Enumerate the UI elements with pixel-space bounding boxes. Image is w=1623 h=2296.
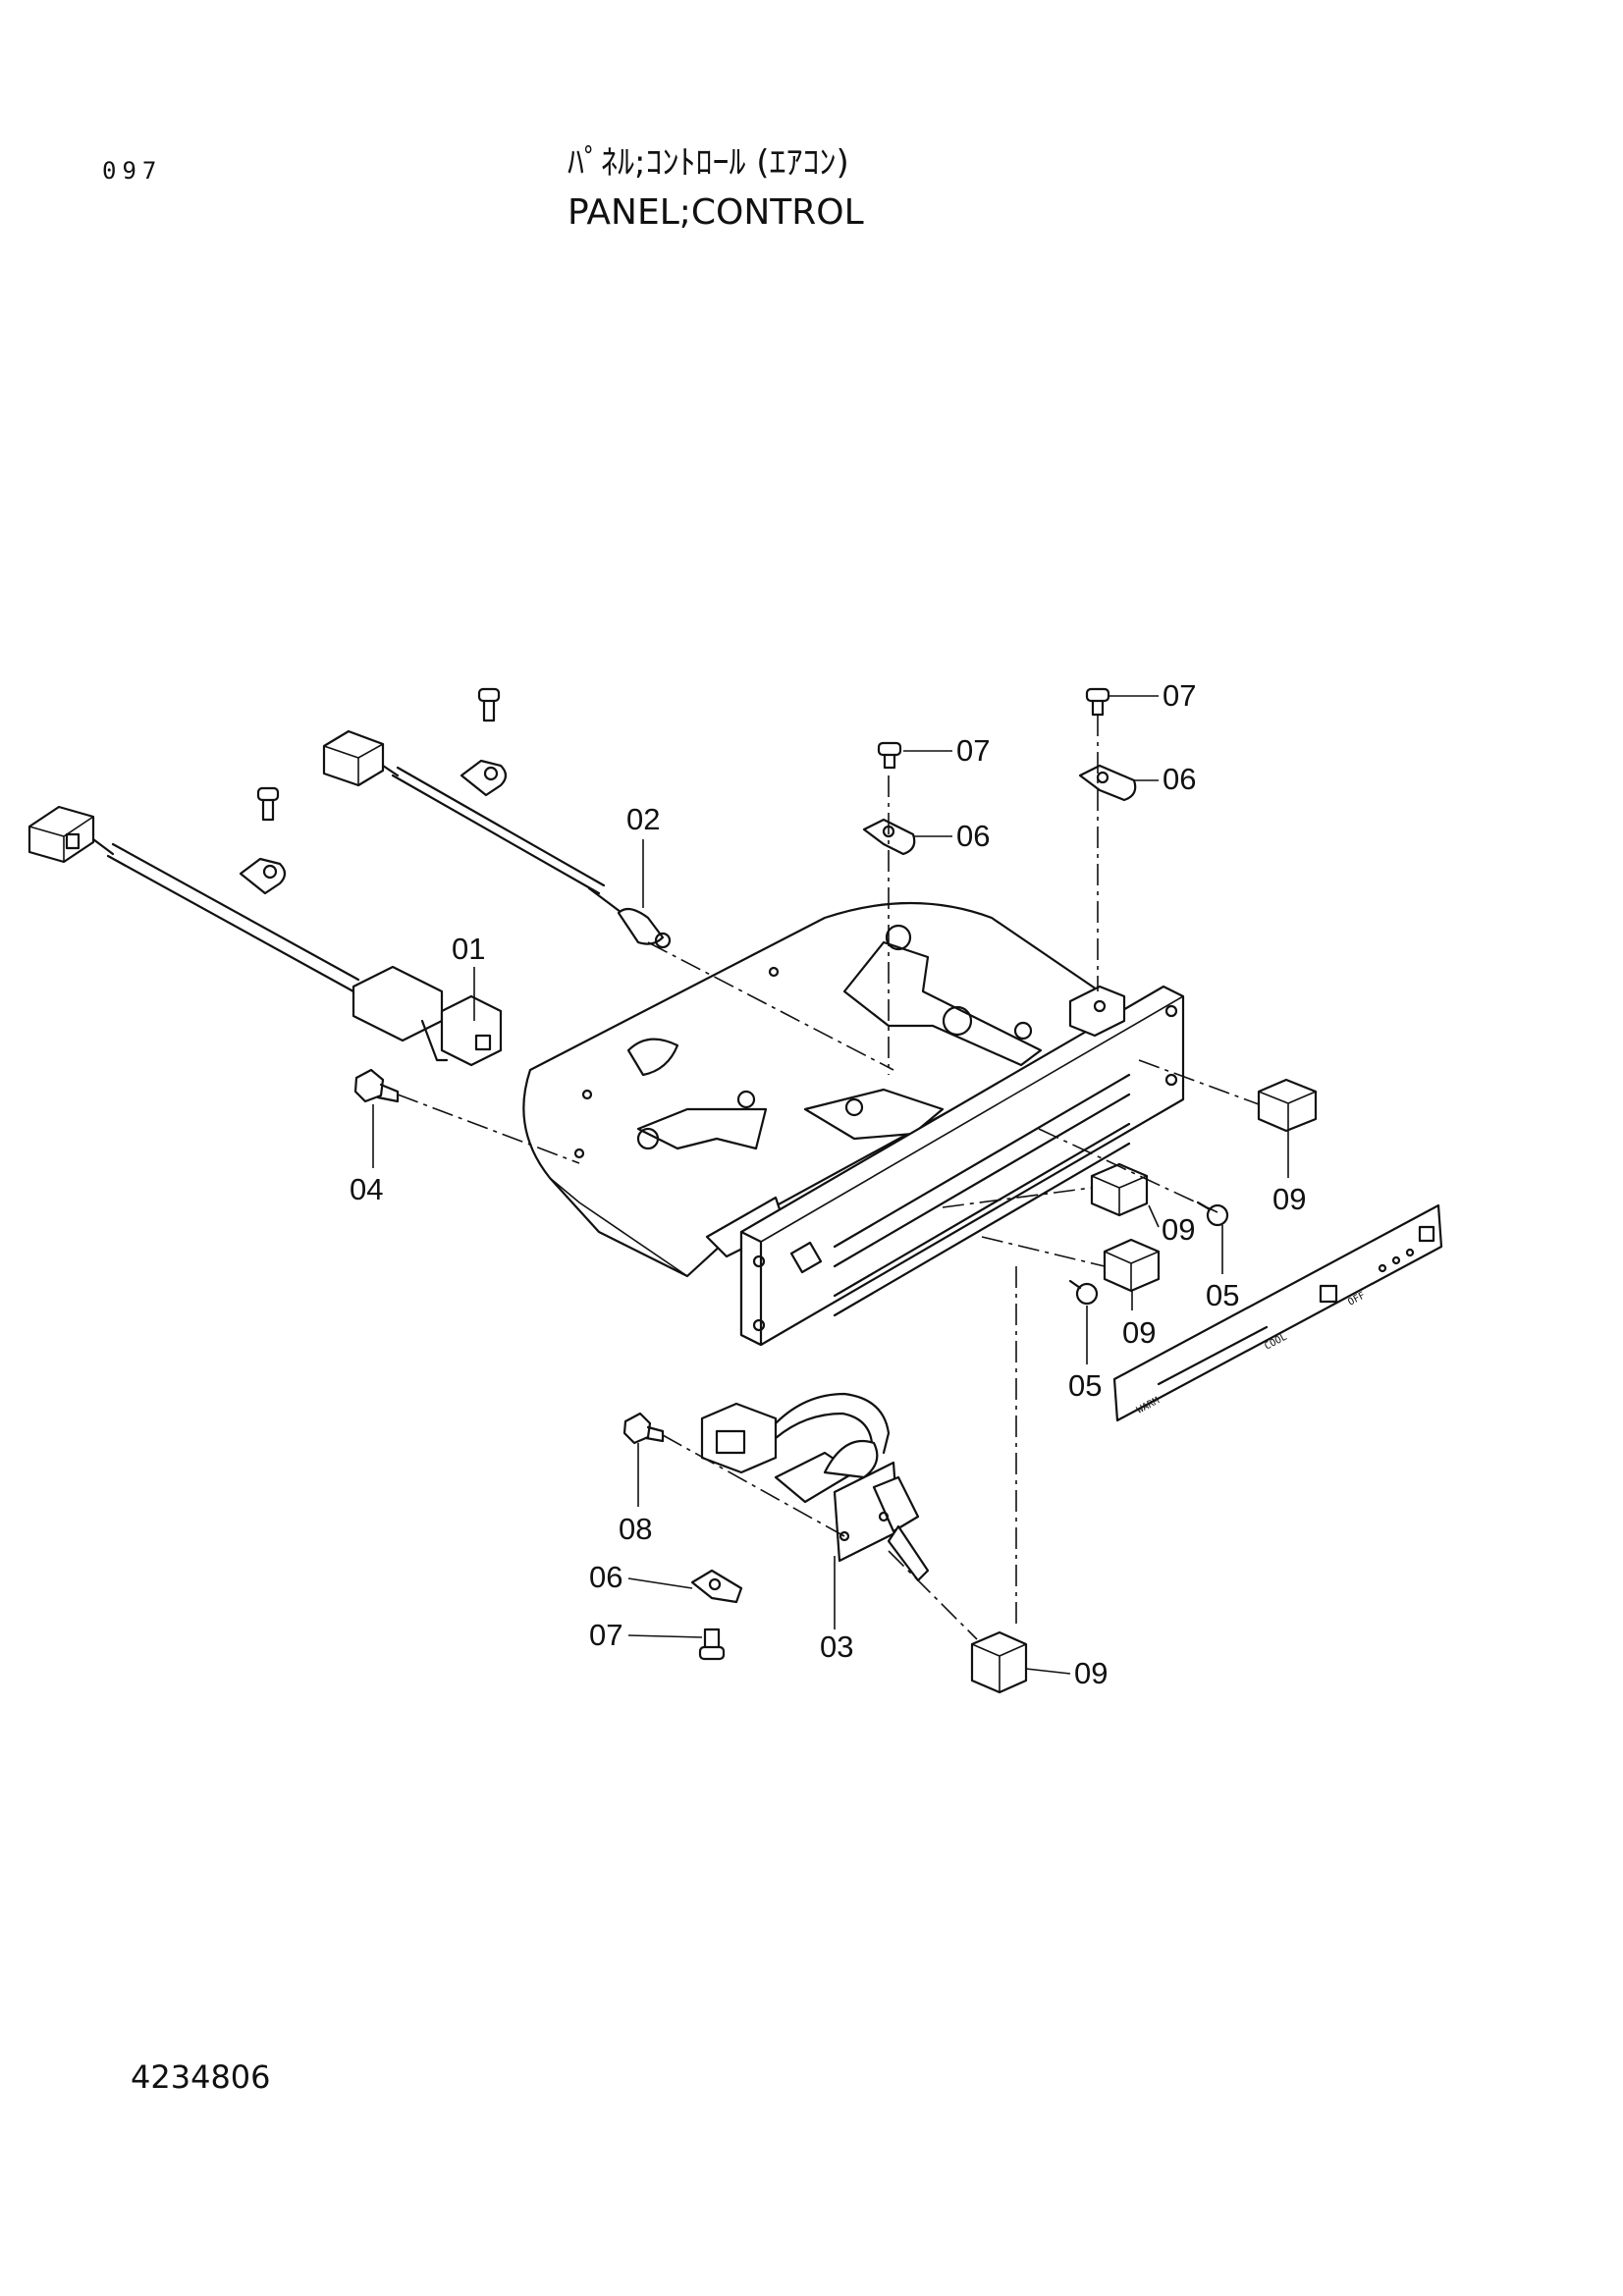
front-bracket bbox=[739, 985, 1185, 1347]
callout-02: 02 bbox=[626, 802, 660, 836]
loose-clamp-upper bbox=[460, 759, 508, 797]
screw-07-mid bbox=[877, 741, 902, 770]
loose-clamp-left bbox=[239, 857, 287, 895]
assembly-centerlines bbox=[397, 715, 1260, 1640]
callout-01: 01 bbox=[452, 932, 485, 966]
loose-screw-left bbox=[256, 786, 280, 822]
callout-06-right: 06 bbox=[1163, 762, 1196, 796]
screw-07-right bbox=[1085, 687, 1110, 717]
knob-09-right bbox=[1257, 1078, 1318, 1133]
callout-09-mid-upper: 09 bbox=[1162, 1212, 1195, 1247]
loose-screw-upper bbox=[477, 687, 501, 722]
screw-08 bbox=[622, 1412, 665, 1445]
switch-assembly-03 bbox=[700, 1392, 930, 1582]
page-number: 097 bbox=[102, 157, 163, 185]
callout-04: 04 bbox=[350, 1172, 383, 1206]
screw-04 bbox=[353, 1068, 400, 1103]
callout-03: 03 bbox=[820, 1629, 853, 1664]
callout-06-mid: 06 bbox=[956, 819, 990, 853]
callout-09-bottom: 09 bbox=[1074, 1656, 1108, 1690]
callout-05-left: 05 bbox=[1068, 1368, 1102, 1403]
title-japanese: ﾊﾟﾈﾙ;ｺﾝﾄﾛｰﾙ (ｴｱｺﾝ) bbox=[568, 143, 849, 183]
callout-05-right: 05 bbox=[1206, 1278, 1239, 1312]
callout-labels: 01 02 03 04 05 05 06 06 06 07 07 07 08 0… bbox=[350, 678, 1306, 1690]
title-english: PANEL;CONTROL bbox=[568, 192, 864, 233]
callout-07-bottom: 07 bbox=[589, 1618, 622, 1652]
callout-09-right: 09 bbox=[1272, 1182, 1306, 1216]
callout-09-mid-lower: 09 bbox=[1122, 1315, 1156, 1350]
callout-07-mid: 07 bbox=[956, 733, 990, 768]
knob-09-mid-lower bbox=[1103, 1238, 1161, 1293]
callout-08: 08 bbox=[619, 1512, 652, 1546]
clamp-06-right bbox=[1078, 764, 1137, 802]
clamp-06-bottom bbox=[690, 1569, 743, 1604]
control-faceplate: WARM COOL OFF bbox=[1112, 1203, 1443, 1422]
callout-07-right: 07 bbox=[1163, 678, 1196, 713]
harness-01 bbox=[27, 805, 503, 1067]
screw-05-right bbox=[1196, 1201, 1229, 1227]
document-number: 4234806 bbox=[131, 2058, 271, 2096]
knob-09-mid-upper bbox=[1090, 1162, 1149, 1217]
callout-06-bottom: 06 bbox=[589, 1560, 622, 1594]
knob-09-bottom bbox=[970, 1630, 1028, 1694]
screw-07-bottom bbox=[698, 1628, 726, 1661]
screw-05-left bbox=[1068, 1279, 1099, 1306]
harness-02 bbox=[322, 729, 672, 949]
callout-leaders bbox=[372, 695, 1289, 1675]
